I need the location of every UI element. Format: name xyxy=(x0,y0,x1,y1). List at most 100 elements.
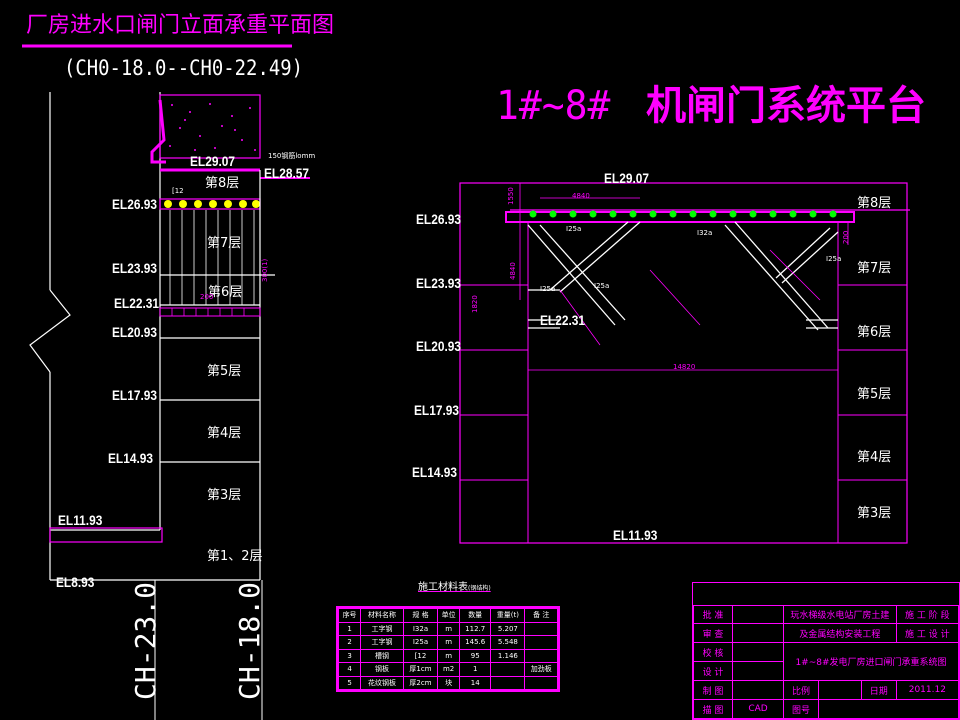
tb-row-6: 描 图 CAD 图号 xyxy=(693,699,959,719)
left-el-2693: EL26.93 xyxy=(112,196,157,212)
table-cell: 厚1cm xyxy=(402,662,439,677)
title-block: 批 准 玩水梯级水电站厂房土建 施 工 阶 段 审 查 及金属结构安装工程 施 … xyxy=(692,582,960,720)
dim-height-left: 4840 xyxy=(509,262,517,280)
tb-trace: 描 图 xyxy=(693,699,733,719)
top-note: 150钢筋lomm xyxy=(268,152,316,160)
right-el-1493: EL14.93 xyxy=(412,464,457,480)
member-5: I25a xyxy=(540,285,556,293)
left-el-2231: EL22.31 xyxy=(114,295,159,311)
beam-ticks xyxy=(171,308,245,316)
tb-project-2: 及金属结构安装工程 xyxy=(783,623,897,644)
table-cell xyxy=(490,662,526,677)
member-2: I25a xyxy=(594,282,610,290)
tb-row-2: 审 查 及金属结构安装工程 施 工 设 计 xyxy=(693,623,960,644)
floor-lines xyxy=(160,170,275,580)
col-name: 材料名称 xyxy=(360,608,404,623)
tb-approve: 批 准 xyxy=(693,604,733,625)
table-cell xyxy=(524,621,558,636)
foundation-step xyxy=(49,527,163,543)
right-floor-3: 第3层 xyxy=(857,506,892,521)
left-floor-6: 第6层 xyxy=(208,285,243,300)
table-cell: m xyxy=(437,648,461,663)
col-spec: 规 格 xyxy=(402,608,439,623)
tb-check-val xyxy=(732,642,784,663)
table-cell: 1 xyxy=(459,662,492,677)
member-4: I25a xyxy=(826,255,842,263)
left-el-2393: EL23.93 xyxy=(112,260,157,276)
left-floor-8: 第8层 xyxy=(205,176,240,191)
dim-top-h: 1550 xyxy=(507,187,515,205)
tb-blank xyxy=(693,583,959,606)
dim-left-h: 1820 xyxy=(471,295,479,313)
table-cell xyxy=(524,635,558,650)
bracket-note: 300(1) xyxy=(261,258,269,282)
right-title-prefix: 1#~8# xyxy=(496,83,611,129)
table-cell: 块 xyxy=(437,675,461,690)
tb-drawing-title: 1#~8#发电厂房进口闸门承重系统图 xyxy=(783,642,959,682)
left-floor-3: 第3层 xyxy=(207,488,242,503)
col-seq: 序号 xyxy=(337,608,362,623)
left-title: 厂房进水口闸门立面承重平面图 xyxy=(26,13,335,38)
right-el-2093: EL20.93 xyxy=(416,338,461,354)
table-cell xyxy=(524,675,558,690)
right-el-2393: EL23.93 xyxy=(416,275,461,291)
dim-top-span: 4840 xyxy=(572,192,590,200)
tb-trace-val: CAD xyxy=(732,699,784,719)
left-floor-5: 第5层 xyxy=(207,364,242,379)
beam-dots-left xyxy=(164,200,260,208)
tb-draft: 制 图 xyxy=(693,680,733,701)
tb-row-empty xyxy=(693,583,959,606)
table-cell: m2 xyxy=(437,662,461,677)
table-cell: 145.6 xyxy=(459,635,492,650)
left-floor-7: 第7层 xyxy=(207,236,242,251)
table-cell: I32a xyxy=(402,621,439,636)
table-cell: 5.548 xyxy=(490,635,526,650)
table-cell: 5.207 xyxy=(490,621,526,636)
left-el-1793: EL17.93 xyxy=(112,387,157,403)
table-cell: 112.7 xyxy=(459,621,492,636)
tb-review-val xyxy=(732,623,784,644)
col-weight: 重量(t) xyxy=(490,608,526,623)
material-table-header: 序号 材料名称 规 格 单位 数量 重量(t) 备 注 xyxy=(337,608,558,623)
right-floor-5: 第5层 xyxy=(857,387,892,402)
concrete-dots xyxy=(169,103,256,151)
wall-step xyxy=(150,99,166,164)
col-unit: 单位 xyxy=(437,608,461,623)
table-cell: I25a xyxy=(402,635,439,650)
table-cell: 加劲板 xyxy=(524,662,558,677)
beam-note: [12 xyxy=(172,187,184,195)
tb-draft-val xyxy=(732,680,784,701)
table-cell xyxy=(524,648,558,663)
depth-note: 200 xyxy=(200,293,214,301)
table-cell: 工字钢 xyxy=(360,635,404,650)
member-1: I25a xyxy=(566,225,582,233)
left-el-2093: EL20.93 xyxy=(112,324,157,340)
right-floor-6: 第6层 xyxy=(857,325,892,340)
table-cell: 钢板 xyxy=(360,662,404,677)
right-title-main: 机闸门系统平台 xyxy=(646,83,926,129)
table-cell: 3 xyxy=(337,648,362,663)
right-el-2907: EL29.07 xyxy=(604,170,649,186)
tb-row-1: 批 准 玩水梯级水电站厂房土建 施 工 阶 段 xyxy=(693,604,960,625)
tb-row-5: 制 图 比例 日期 2011.12 xyxy=(693,680,960,701)
dim-right-h: 200 xyxy=(842,230,850,244)
tb-design: 设 计 xyxy=(693,661,733,682)
left-el-893: EL8.93 xyxy=(56,574,95,590)
material-table-title: 施工材料表(钢结构) xyxy=(418,582,491,593)
tb-date-val: 2011.12 xyxy=(895,680,960,701)
left-el-1193: EL11.93 xyxy=(58,512,103,528)
tb-date: 日期 xyxy=(860,680,897,701)
tb-drawing-no: 图号 xyxy=(783,699,819,719)
platform-beam xyxy=(505,211,855,223)
tb-review: 审 查 xyxy=(693,623,733,644)
hatch-zone xyxy=(169,210,255,305)
left-el-2907: EL29.07 xyxy=(190,153,235,169)
table-cell: m xyxy=(437,621,461,636)
right-el-2231: EL22.31 xyxy=(540,312,585,328)
